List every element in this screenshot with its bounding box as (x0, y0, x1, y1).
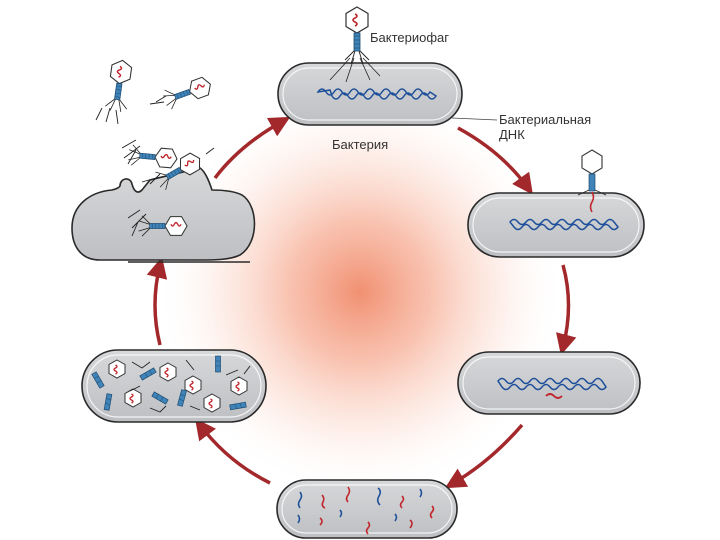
dna-pointer-line (451, 117, 498, 121)
arrow-to-assembly (194, 418, 271, 485)
cycle-arrows (146, 116, 577, 489)
arrow-to-integration (556, 264, 577, 356)
bacterium-integration (457, 351, 641, 415)
bacterium-replication (276, 479, 458, 539)
label-bacterial-dna-line1: Бактериальная (499, 112, 592, 127)
integrated-phage-dna (545, 393, 563, 399)
bacterium-top (277, 6, 498, 126)
arrow-to-replication (444, 423, 524, 489)
phage-dna-injected (589, 191, 595, 213)
bacterium-assembly (81, 349, 267, 423)
arrow-to-attachment (457, 126, 533, 195)
bacterium-attachment (467, 149, 645, 258)
arrow-to-lysis (146, 256, 168, 346)
label-bacterial-dna-line2: ДНК (499, 127, 525, 142)
bacterial-dna-top (316, 88, 438, 100)
label-bacterium: Бактерия (332, 137, 389, 152)
bacteriophage-top (344, 6, 370, 65)
label-bacteriophage: Бактериофаг (370, 30, 450, 45)
bacterium-lysis (71, 58, 256, 263)
arrow-to-top (213, 116, 291, 180)
